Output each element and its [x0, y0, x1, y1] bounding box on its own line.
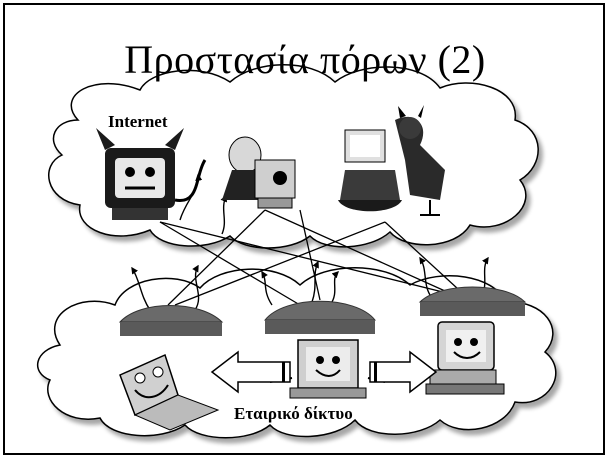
firewall-shield-right [418, 286, 527, 316]
hacker-icon [222, 136, 296, 209]
laptop-icon [119, 353, 220, 431]
transfer-arrow-left [210, 350, 291, 394]
internet-label: Internet [108, 112, 168, 131]
transfer-arrow-right [369, 350, 438, 394]
devil-workstation-icon [338, 105, 445, 216]
firewall-shield-left [118, 305, 224, 336]
desktop-icon [425, 321, 505, 395]
firewall-shield-center [263, 300, 377, 334]
corporate-network-label: Εταιρικό δίκτυο [234, 404, 353, 423]
slide-title: Προστασία πόρων (2) [124, 37, 486, 82]
devil-monitor-icon [96, 128, 207, 220]
